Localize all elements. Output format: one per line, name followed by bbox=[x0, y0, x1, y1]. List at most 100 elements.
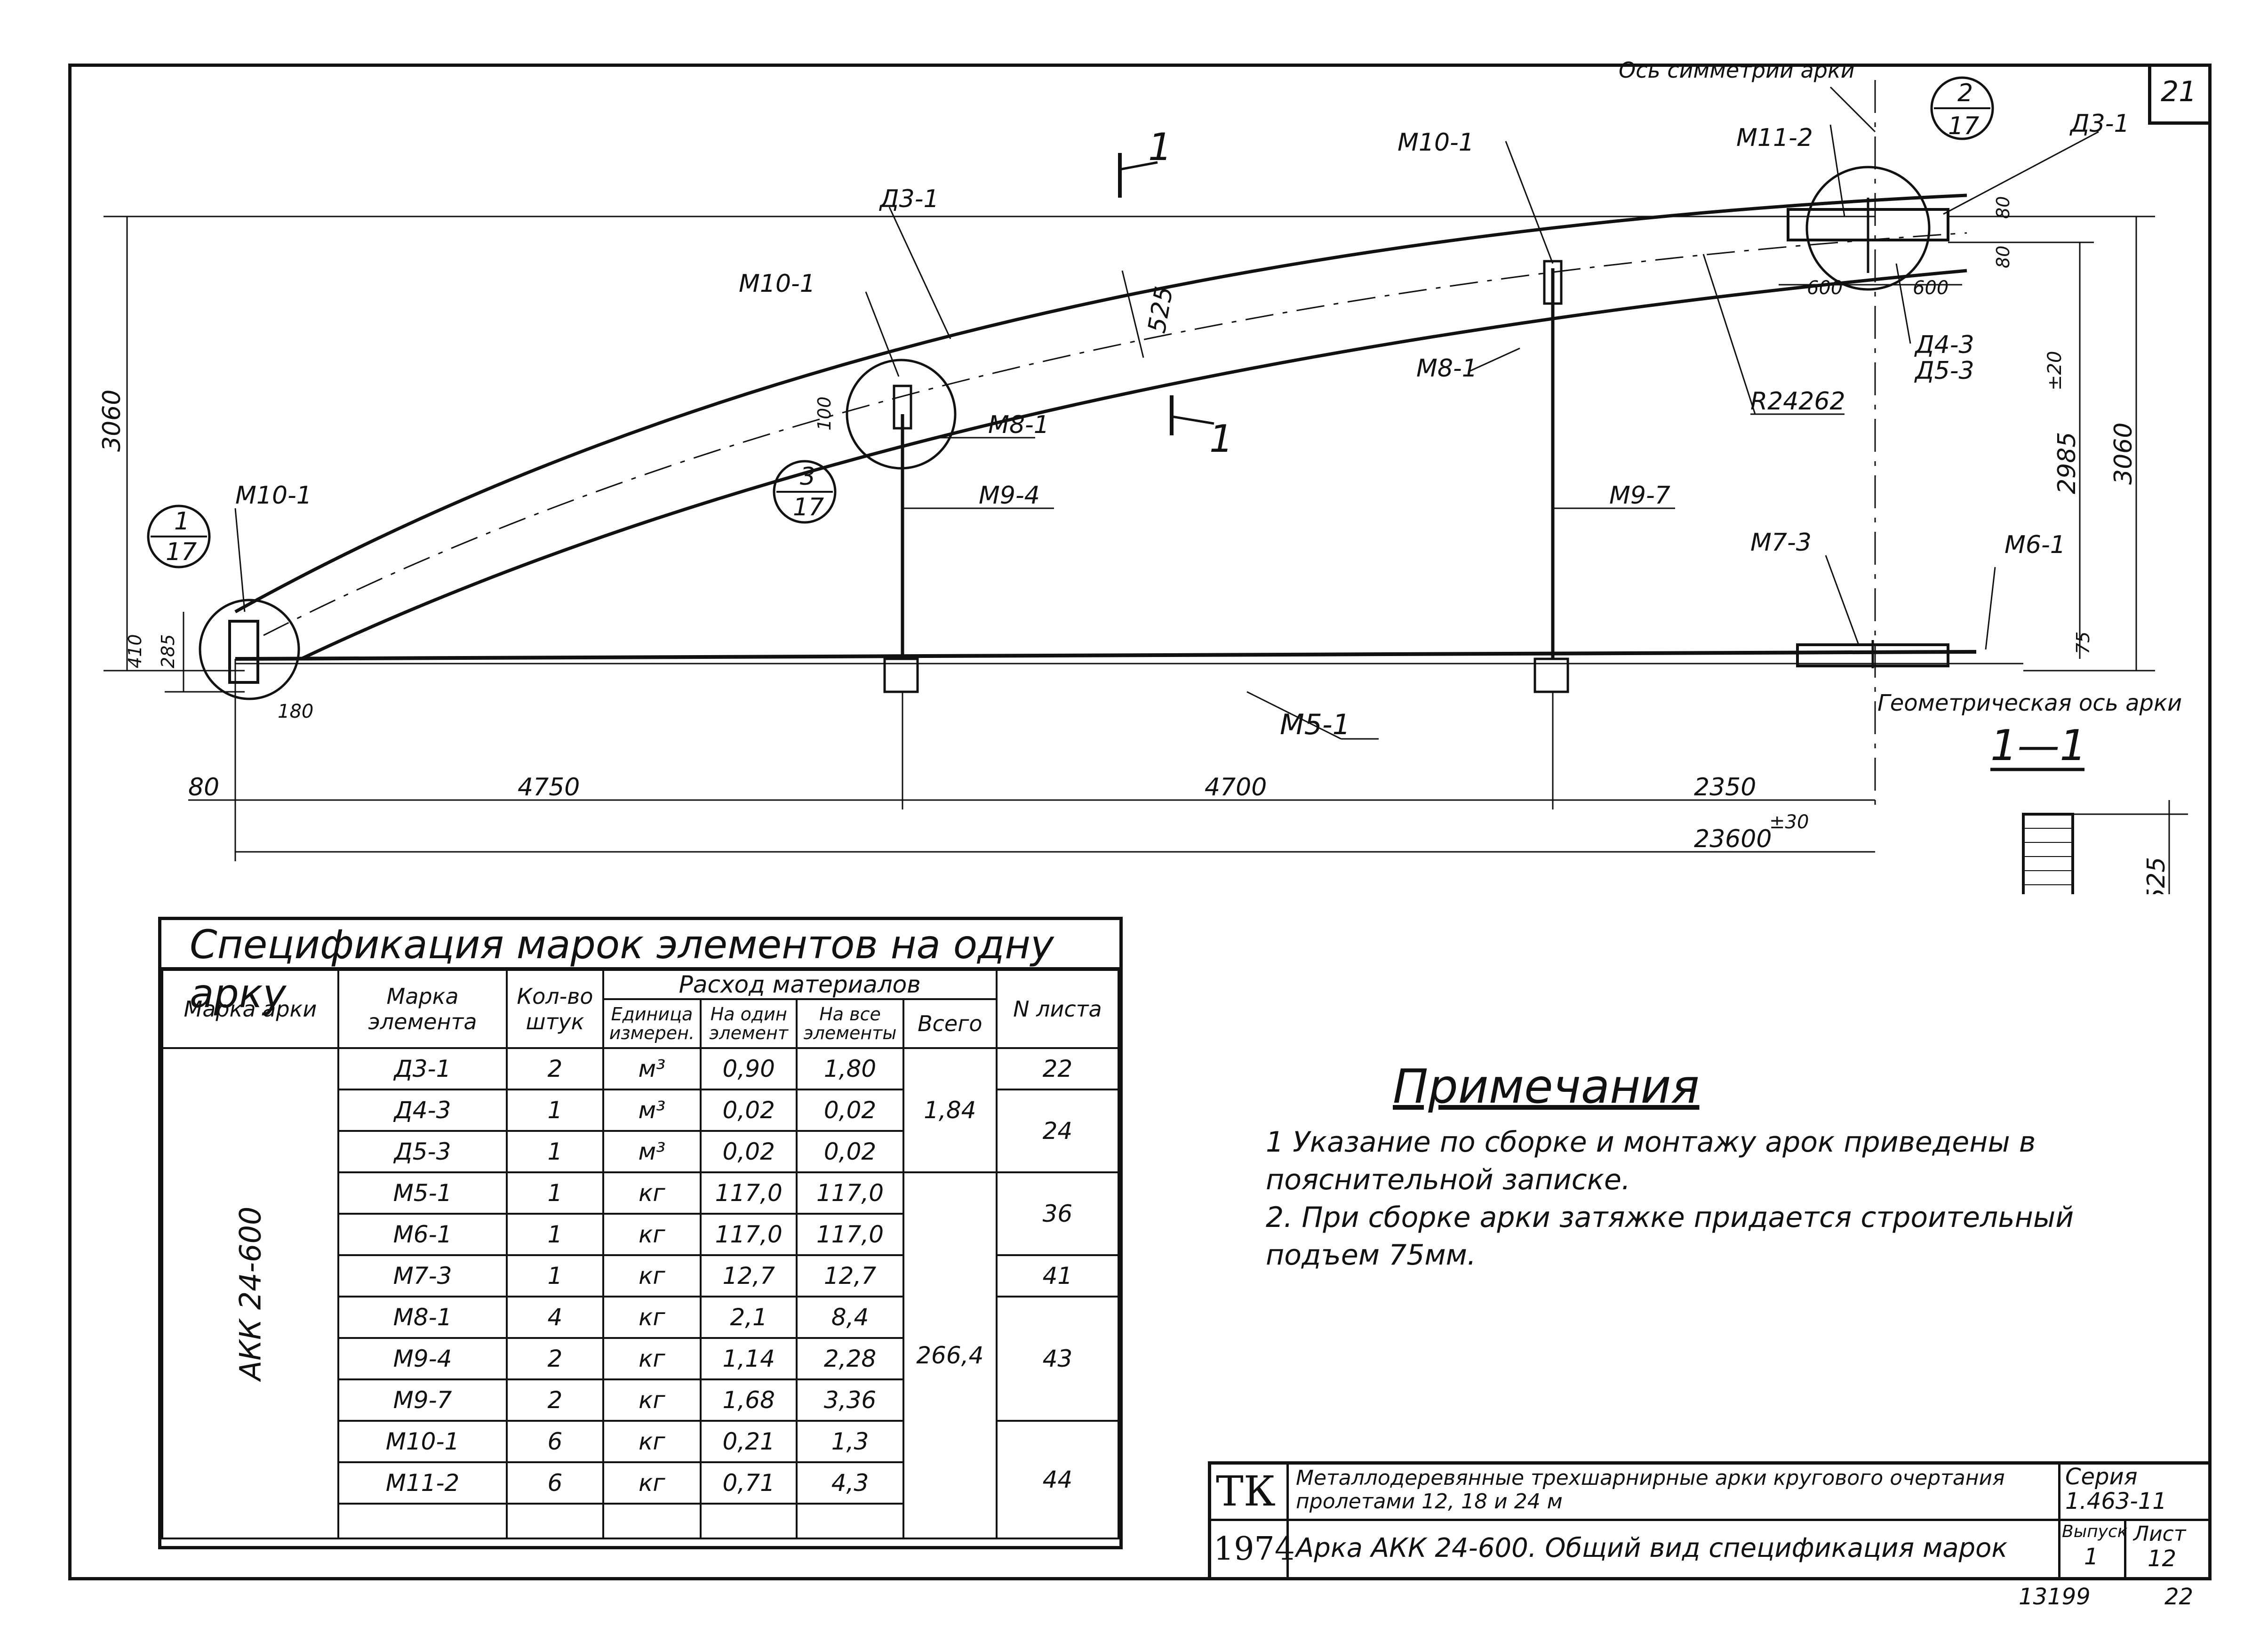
row-one: 0,21 bbox=[700, 1420, 798, 1463]
dim-2985-tol: ±20 bbox=[2044, 351, 2066, 391]
sheet-cell: 24 bbox=[995, 1089, 1120, 1173]
dim-span-4750: 4750 bbox=[518, 773, 580, 801]
row-one: 0,02 bbox=[700, 1130, 798, 1173]
label-m8-1-mid: М8-1 bbox=[988, 411, 1049, 439]
total-wood: 1,84 bbox=[902, 1047, 998, 1173]
callout-left-den: 17 bbox=[166, 538, 197, 566]
callout-left-num: 1 bbox=[174, 507, 190, 536]
row-one: 1,14 bbox=[700, 1337, 798, 1380]
label-m10-1-left: М10-1 bbox=[235, 481, 312, 510]
row-unit: м³ bbox=[602, 1130, 702, 1173]
dim-3060-right: 3060 bbox=[2109, 423, 2138, 485]
arch-drawing: Ось симметрии арки 2 17 3 17 1 17 Д3-1 Д… bbox=[98, 57, 2188, 894]
sheet-cell: 36 bbox=[995, 1171, 1120, 1256]
row-all: 4,3 bbox=[796, 1461, 904, 1505]
row-one: 12,7 bbox=[700, 1254, 798, 1298]
label-m10-1-mid: М10-1 bbox=[739, 270, 815, 298]
row-all: 0,02 bbox=[796, 1130, 904, 1173]
row-all: 1,80 bbox=[796, 1047, 904, 1090]
hdr-one: На один элемент bbox=[700, 998, 798, 1049]
dim-80-top: 80 bbox=[1993, 196, 2013, 219]
callout-mid-den: 17 bbox=[793, 493, 824, 521]
stamp-sheet-label: Лист bbox=[2133, 1522, 2186, 1546]
sheet-corner-number: 21 bbox=[2161, 75, 2197, 108]
row-qty: 2 bbox=[506, 1337, 604, 1380]
row-qty: 1 bbox=[506, 1213, 604, 1256]
row-qty: 1 bbox=[506, 1254, 604, 1298]
dim-600-b: 600 bbox=[1913, 277, 1949, 299]
stamp-series: 1.463-11 bbox=[2065, 1488, 2167, 1514]
tie-rod bbox=[235, 650, 1977, 661]
dim-600-a: 600 bbox=[1807, 277, 1843, 299]
row-all: 2,28 bbox=[796, 1337, 904, 1380]
label-m9-7: М9-7 bbox=[1609, 481, 1670, 510]
dim-total-tol: ±30 bbox=[1769, 811, 1809, 833]
row-unit: кг bbox=[602, 1254, 702, 1298]
row-el: М9-7 bbox=[337, 1378, 508, 1422]
row-el: М7-3 bbox=[337, 1254, 508, 1298]
label-m10-1-top: М10-1 bbox=[1398, 128, 1474, 157]
arch-axis bbox=[263, 232, 1967, 636]
dim-total: 23600 bbox=[1694, 825, 1772, 853]
arch-mark: АКК 24-600 bbox=[233, 1206, 268, 1380]
row-one: 0,71 bbox=[700, 1461, 798, 1505]
row-unit: кг bbox=[602, 1461, 702, 1505]
axis-symmetry-label: Ось симметрии арки bbox=[1619, 57, 1855, 83]
row-qty: 1 bbox=[506, 1089, 604, 1132]
callout-circle-left bbox=[199, 599, 300, 700]
hdr-kolvo: Кол-во штук bbox=[506, 969, 604, 1049]
total-metal: 266,4 bbox=[902, 1171, 998, 1539]
label-m7-3: М7-3 bbox=[1750, 529, 1812, 557]
row-all: 12,7 bbox=[796, 1254, 904, 1298]
dim-100: 100 bbox=[814, 396, 835, 431]
row-unit: м³ bbox=[602, 1089, 702, 1132]
hdr-rashod: Расход материалов bbox=[602, 969, 998, 1000]
row-one: 1,68 bbox=[700, 1378, 798, 1422]
callout-top-den: 17 bbox=[1948, 112, 1979, 140]
dim-80-right: 80 bbox=[1993, 246, 2013, 268]
hdr-marka-el: Марка элемента bbox=[337, 969, 508, 1049]
stamp-org: ТК bbox=[1216, 1467, 1276, 1515]
row-unit: кг bbox=[602, 1296, 702, 1339]
sheet-frame bbox=[68, 64, 2212, 1580]
sheet-cell: 41 bbox=[995, 1254, 1120, 1298]
label-d3-1-right: Д3-1 bbox=[2069, 110, 2130, 138]
stamp-sheet: 12 bbox=[2148, 1546, 2177, 1572]
sheet-cell: 43 bbox=[995, 1296, 1120, 1422]
row-one: 117,0 bbox=[700, 1213, 798, 1256]
footer-page: 22 bbox=[2164, 1584, 2194, 1610]
label-m9-4: М9-4 bbox=[979, 481, 1040, 510]
arch-mark-cell: АКК 24-600 bbox=[161, 1047, 339, 1539]
stamp-issue-label: Выпуск bbox=[2062, 1522, 2128, 1541]
section-title: 1—1 bbox=[1990, 721, 2087, 770]
row-el: М5-1 bbox=[337, 1171, 508, 1215]
spec-title: Спецификация марок элементов на одну арк… bbox=[161, 920, 1119, 1017]
row-unit: кг bbox=[602, 1378, 702, 1422]
notes-title: Примечания bbox=[1393, 1059, 1700, 1114]
hdr-unit: Единица измерен. bbox=[602, 998, 702, 1049]
row-all: 8,4 bbox=[796, 1296, 904, 1339]
hdr-all: На все элементы bbox=[796, 998, 904, 1049]
row-all: 3,36 bbox=[796, 1378, 904, 1422]
hdr-total: Всего bbox=[902, 998, 998, 1049]
sheet-cell: 22 bbox=[995, 1047, 1120, 1090]
row-qty: 1 bbox=[506, 1171, 604, 1215]
row-qty: 4 bbox=[506, 1296, 604, 1339]
footer-inventory: 13199 bbox=[2019, 1584, 2091, 1610]
row-all: 117,0 bbox=[796, 1171, 904, 1215]
row-all: 1,3 bbox=[796, 1420, 904, 1463]
label-m8-1-top: М8-1 bbox=[1416, 354, 1477, 383]
row-unit: кг bbox=[602, 1337, 702, 1380]
row-el: М10-1 bbox=[337, 1420, 508, 1463]
label-d4-3: Д4-3 bbox=[1914, 331, 1974, 359]
spec-table: Спецификация марок элементов на одну арк… bbox=[158, 917, 1123, 1549]
row-qty: 6 bbox=[506, 1461, 604, 1505]
hdr-sheet: N листа bbox=[995, 969, 1120, 1049]
arch-top-edge bbox=[234, 193, 1967, 614]
row-all: 0,02 bbox=[796, 1089, 904, 1132]
sheet-cell: 44 bbox=[995, 1420, 1120, 1539]
hdr-marka-arki: Марка арки bbox=[161, 969, 339, 1049]
dim-80-left: 80 bbox=[188, 773, 219, 801]
dim-span-2350: 2350 bbox=[1694, 773, 1756, 801]
row-one: 0,02 bbox=[700, 1089, 798, 1132]
